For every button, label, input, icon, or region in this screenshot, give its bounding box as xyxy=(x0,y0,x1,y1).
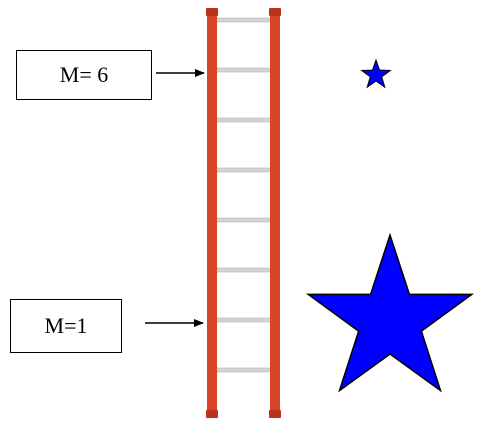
ladder-rail-right xyxy=(270,8,280,418)
magnitude-label-upper: M= 6 xyxy=(16,50,152,100)
ladder-rung xyxy=(214,117,273,123)
ladder-rung xyxy=(214,167,273,173)
ladder-rail-right-top-cap xyxy=(269,8,281,16)
magnitude-label-lower: M=1 xyxy=(10,299,122,353)
small-star-icon xyxy=(360,58,392,89)
ladder-rung xyxy=(214,17,273,23)
ladder-rung xyxy=(214,267,273,273)
ladder-rung xyxy=(214,67,273,73)
ladder-rung xyxy=(214,367,273,373)
ladder xyxy=(206,8,281,418)
magnitude-label-upper-text: M= 6 xyxy=(59,62,109,87)
ladder-rail-left xyxy=(207,8,217,418)
ladder-rail-right-bottom-cap xyxy=(269,410,281,418)
large-star-icon xyxy=(305,232,475,393)
magnitude-label-lower-text: M=1 xyxy=(44,313,88,338)
ladder-rail-left-top-cap xyxy=(206,8,218,16)
ladder-rungs xyxy=(214,17,273,373)
ladder-rung xyxy=(214,217,273,223)
ladder-rung xyxy=(214,317,273,323)
ladder-rail-left-bottom-cap xyxy=(206,410,218,418)
